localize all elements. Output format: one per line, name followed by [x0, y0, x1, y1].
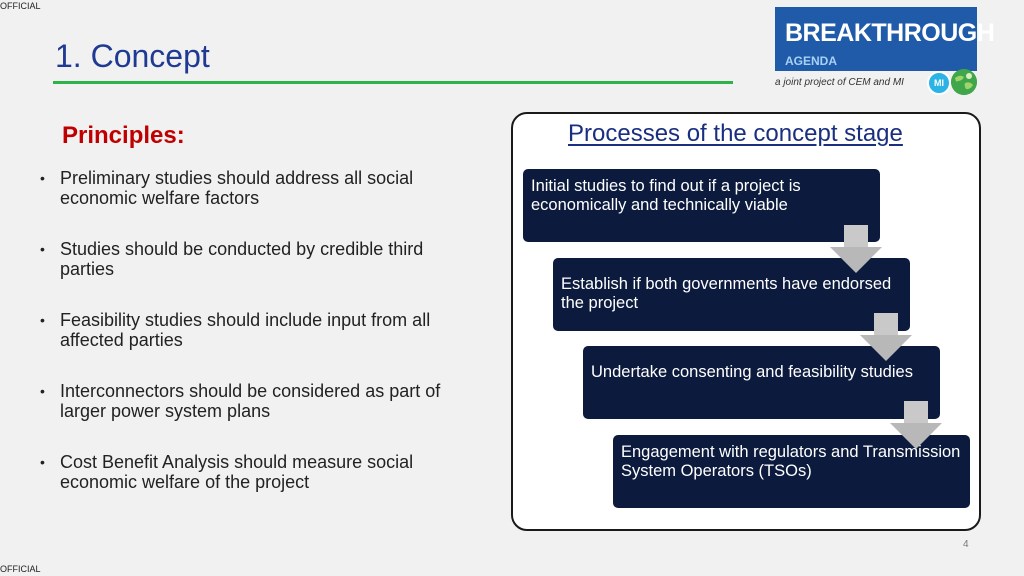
down-arrow-icon	[890, 401, 942, 449]
process-title: Processes of the concept stage	[568, 120, 903, 147]
classification-label-bottom: OFFICIAL	[0, 564, 41, 574]
breakthrough-agenda-logo: BREAKTHROUGH AGENDA a joint project of C…	[775, 7, 995, 95]
partner-badges: MI	[925, 69, 977, 97]
list-item: Studies should be conducted by credible …	[40, 239, 480, 279]
process-step-1: Initial studies to find out if a project…	[523, 169, 880, 242]
title-divider	[53, 81, 733, 84]
process-step-3: Undertake consenting and feasibility stu…	[583, 346, 940, 419]
process-step-2: Establish if both governments have endor…	[553, 258, 910, 331]
down-arrow-icon	[830, 225, 882, 273]
principles-heading: Principles:	[62, 122, 185, 149]
list-item: Preliminary studies should address all s…	[40, 168, 480, 208]
slide-title: 1. Concept	[55, 38, 210, 74]
classification-label-top: OFFICIAL	[0, 1, 41, 11]
mi-badge-icon: MI	[927, 71, 951, 95]
principles-list: Preliminary studies should address all s…	[40, 168, 480, 523]
list-item: Feasibility studies should include input…	[40, 310, 480, 350]
logo-sub-text: AGENDA	[785, 54, 838, 68]
logo-banner: BREAKTHROUGH AGENDA	[775, 7, 995, 71]
page-number: 4	[963, 539, 969, 550]
down-arrow-icon	[860, 313, 912, 361]
logo-tagline: a joint project of CEM and MI	[775, 77, 904, 88]
cem-globe-icon	[951, 69, 977, 95]
logo-main-text: BREAKTHROUGH	[785, 19, 995, 47]
list-item: Interconnectors should be considered as …	[40, 381, 480, 421]
process-step-4: Engagement with regulators and Transmiss…	[613, 435, 970, 508]
list-item: Cost Benefit Analysis should measure soc…	[40, 452, 480, 492]
